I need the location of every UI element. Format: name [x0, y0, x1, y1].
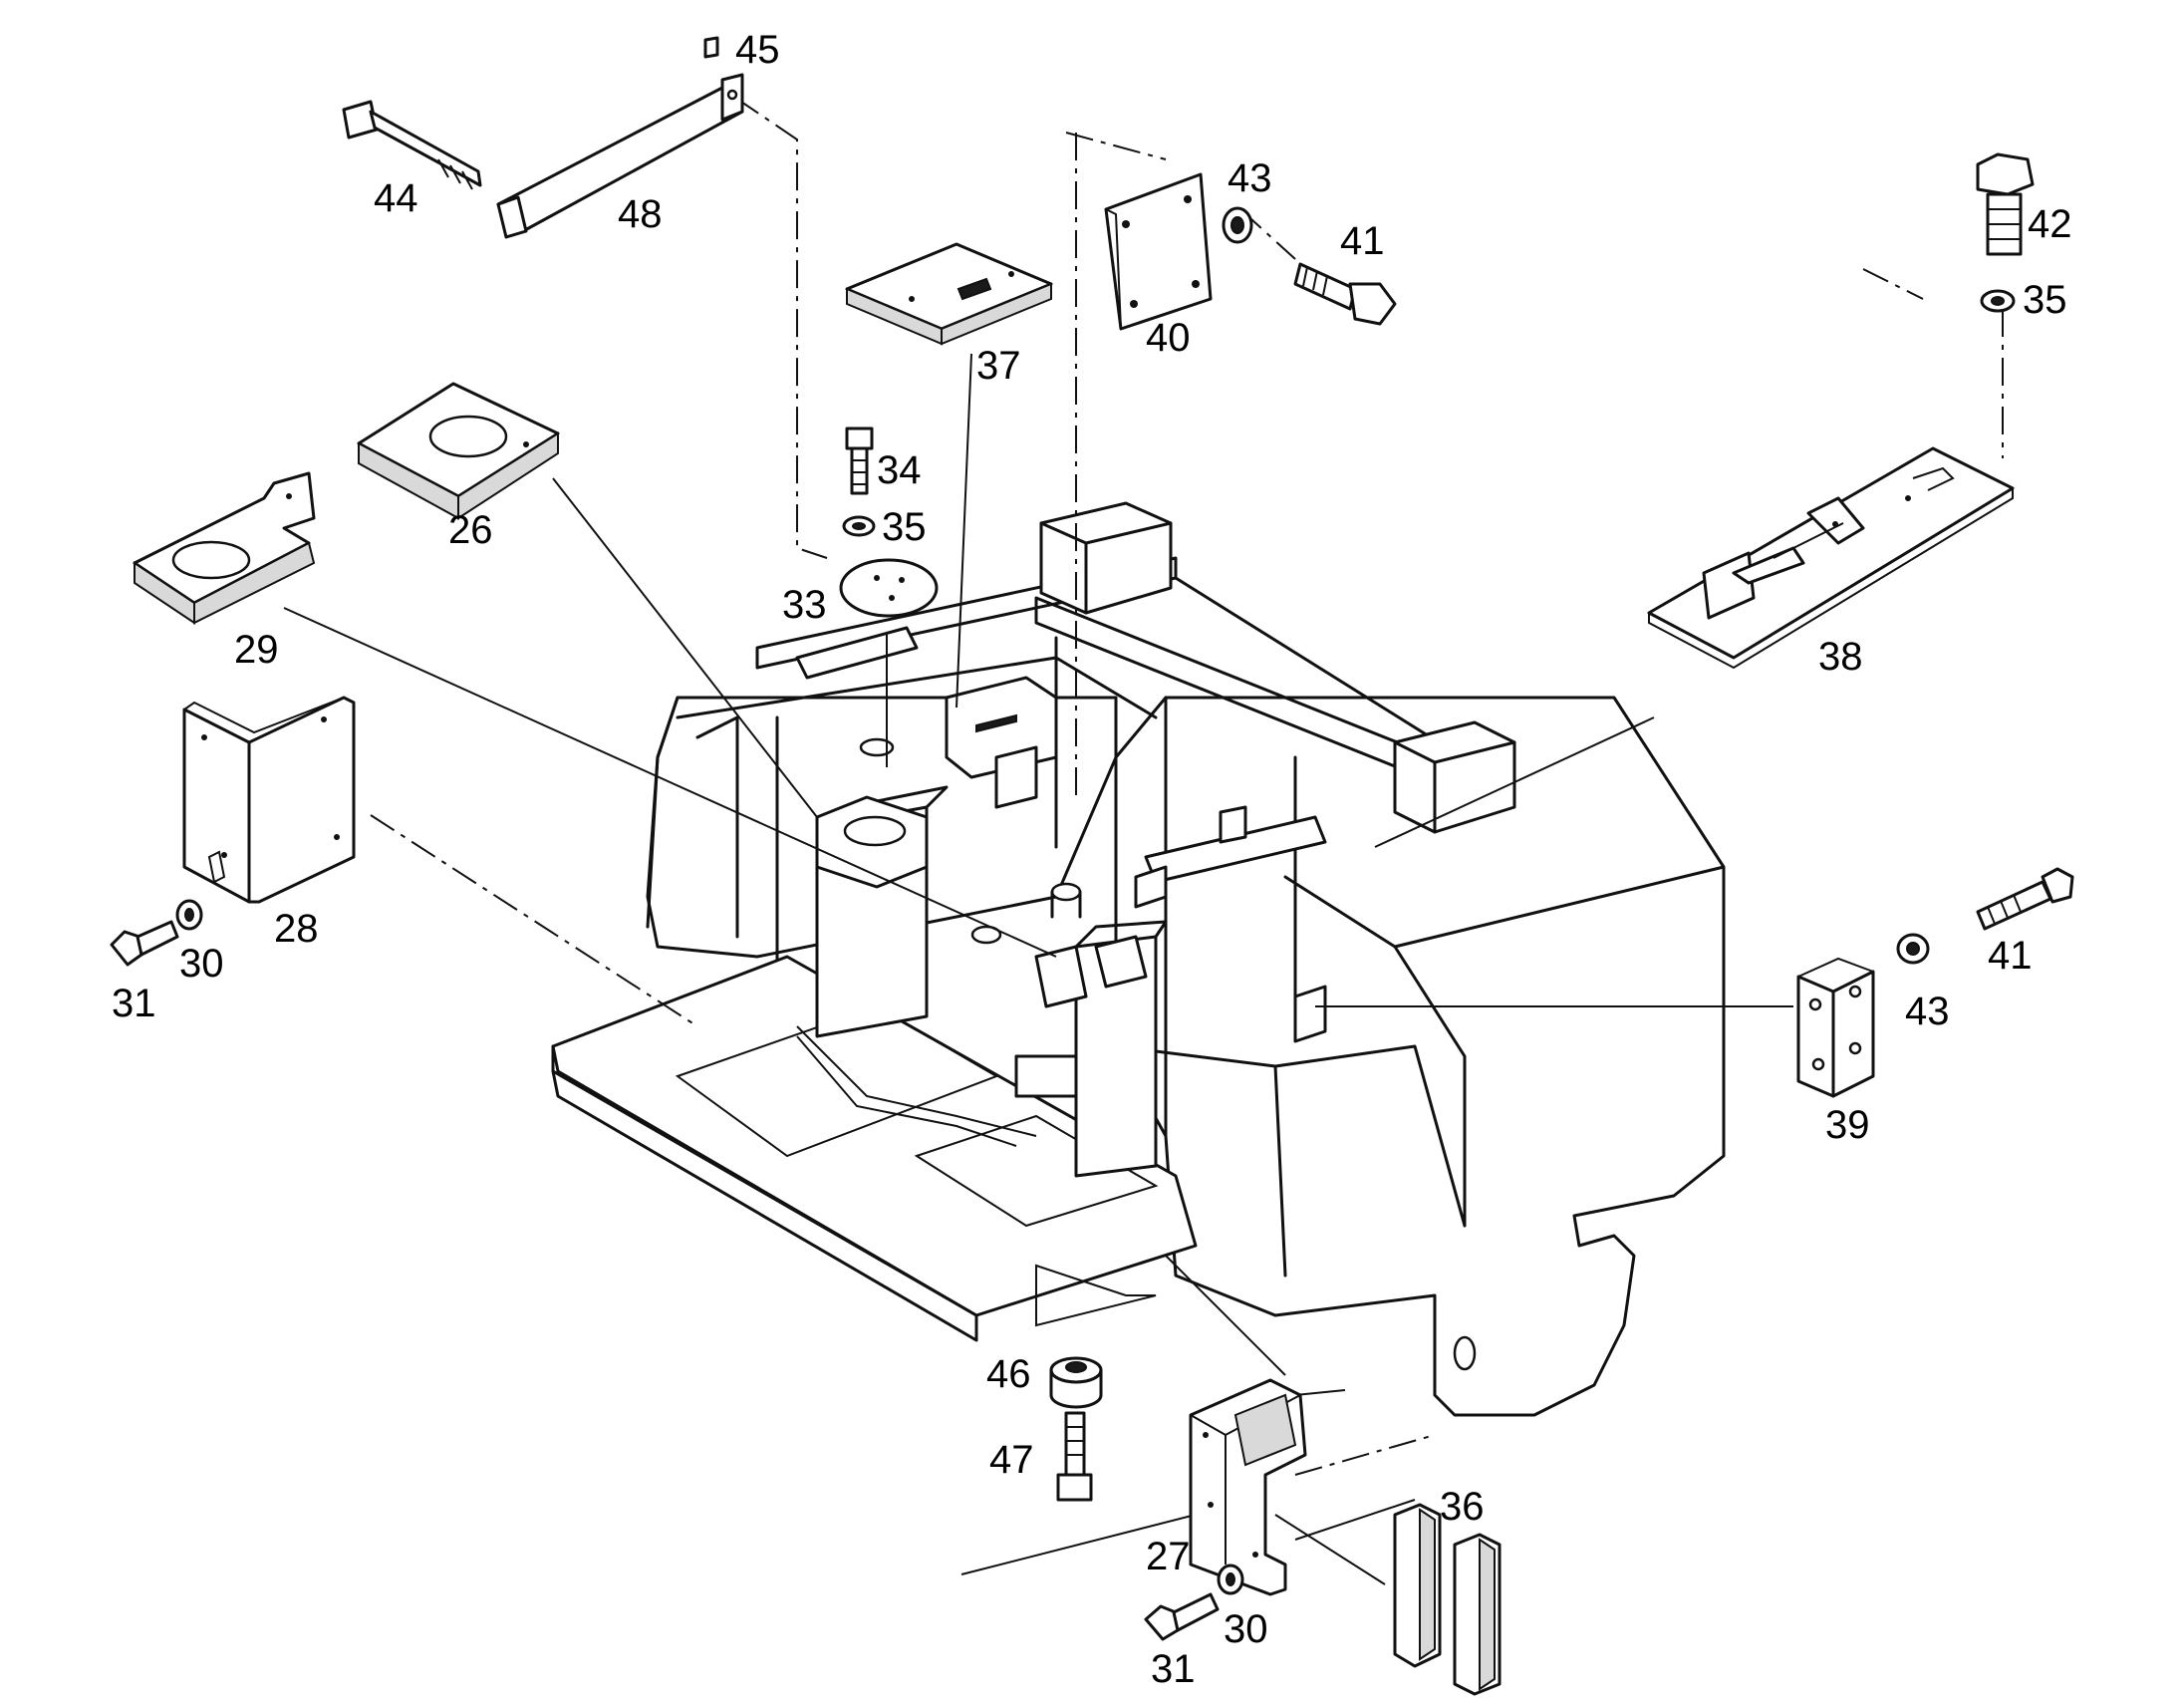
part-26-block: [357, 382, 560, 520]
callout-46: 46: [986, 1352, 1031, 1396]
housing-hole: [1453, 1335, 1477, 1371]
callout-34: 34: [877, 448, 922, 492]
part-35-washer-mid: [842, 515, 876, 537]
callout-35-top: 35: [2023, 278, 2067, 322]
callout-38: 38: [1818, 635, 1863, 679]
callout-47: 47: [989, 1438, 1034, 1482]
part-30-washer-bottom: [1217, 1564, 1244, 1595]
callout-30-left: 30: [179, 942, 224, 986]
callout-36: 36: [1440, 1485, 1485, 1529]
callout-45: 45: [735, 28, 780, 72]
callout-31-left: 31: [112, 982, 156, 1025]
part-40-plate: [1104, 172, 1213, 331]
part-46-spacer: [1049, 1356, 1103, 1409]
part-41-bolt-right: [1976, 867, 2074, 931]
part-29-block: [133, 471, 316, 625]
callout-43-right: 43: [1905, 990, 1950, 1033]
callout-41-right: 41: [1988, 934, 2033, 978]
part-39-bracket: [1796, 957, 1875, 1098]
part-35-washer-top: [1980, 289, 2016, 313]
callout-41-top: 41: [1340, 219, 1385, 263]
part-48-lever-bar: [496, 36, 744, 239]
callout-48: 48: [618, 192, 663, 236]
part-37-plate: [845, 242, 1053, 346]
callout-26: 26: [448, 508, 493, 552]
part-31-bolt-left: [110, 920, 179, 967]
callout-27: 27: [1146, 1535, 1191, 1578]
callout-37: 37: [976, 344, 1021, 388]
part-36-strips: [1393, 1503, 1502, 1696]
part-47-bolt: [1056, 1411, 1093, 1502]
callout-33: 33: [782, 583, 827, 627]
part-43-washer-right: [1896, 933, 1930, 965]
part-34-bolt: [845, 426, 874, 495]
callout-44: 44: [374, 176, 418, 220]
part-42-hex-bolt: [1976, 152, 2035, 256]
callout-31-bottom: 31: [1151, 1647, 1196, 1691]
callout-29: 29: [234, 628, 279, 672]
part-28-bracket: [182, 696, 356, 904]
part-45-setscrew: [703, 36, 719, 59]
callout-labels: 45 44 48 43 41 40 42 35 37 34 35 33 26 2…: [112, 28, 2072, 1691]
callout-40: 40: [1146, 316, 1191, 360]
part-43-washer-top: [1222, 206, 1253, 244]
part-30-washer-left: [175, 899, 203, 931]
part-38-slide-plate: [1647, 446, 2015, 670]
part-33-disc: [839, 558, 939, 618]
callout-30-bottom: 30: [1224, 1607, 1268, 1651]
callout-28: 28: [274, 907, 319, 951]
main-housing: [551, 501, 1726, 1417]
callout-35-mid: 35: [882, 505, 927, 549]
part-31-bolt-bottom: [1144, 1592, 1220, 1641]
part-27-bracket: [1189, 1378, 1307, 1596]
callout-42: 42: [2028, 202, 2072, 246]
assembly-lines: [283, 97, 2004, 1585]
part-41-bolt-top: [1293, 262, 1397, 326]
callout-43-top: 43: [1228, 156, 1272, 200]
part-44-bolt: [342, 100, 482, 190]
callout-39: 39: [1825, 1103, 1870, 1147]
